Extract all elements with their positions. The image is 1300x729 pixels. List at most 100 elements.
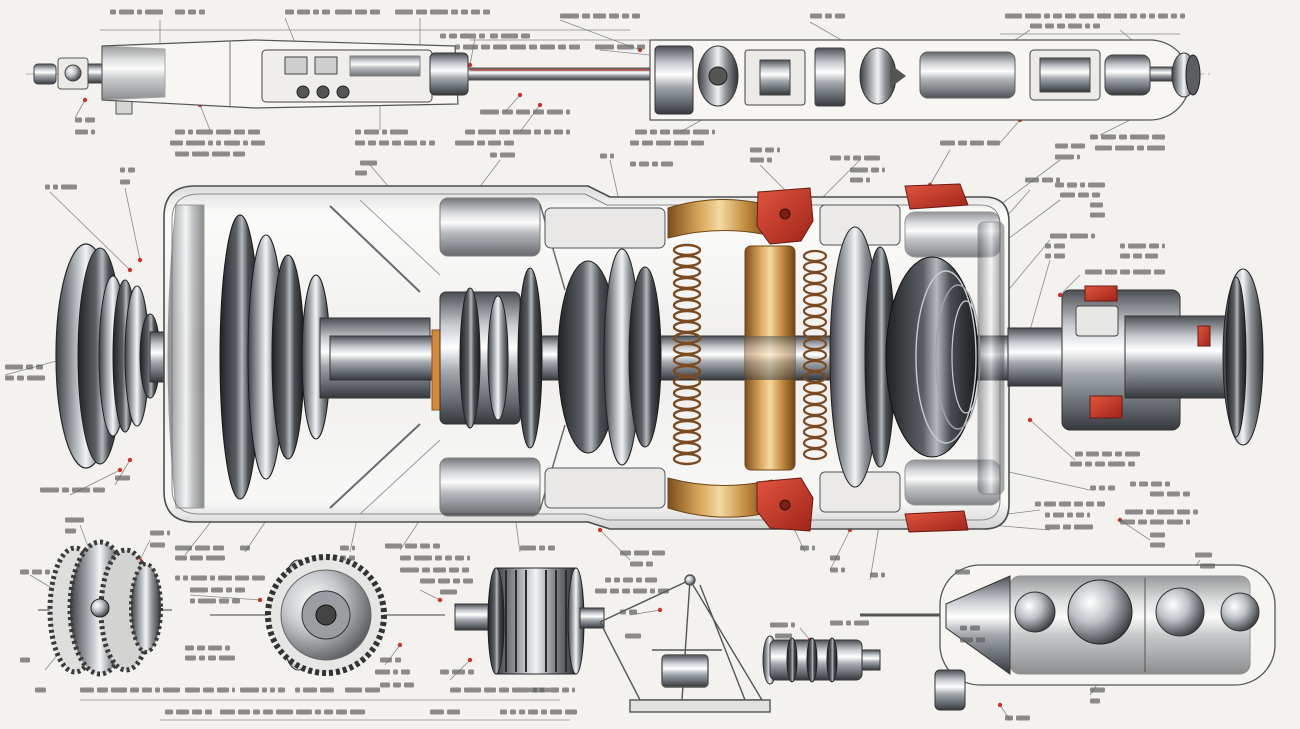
label-word-mark [208, 645, 222, 651]
label-scribble [960, 625, 980, 631]
label-word-mark [558, 44, 566, 50]
label-word-mark [72, 487, 90, 493]
label-word-mark [1133, 269, 1151, 275]
leader-end-dot [137, 257, 143, 263]
housing-strut [359, 439, 441, 515]
label-word-mark [240, 687, 259, 693]
label-scribble [375, 669, 410, 675]
label-word-mark [960, 637, 973, 643]
label-word-mark [382, 129, 387, 135]
label-word-mark [620, 609, 626, 615]
fitting-ridge [806, 637, 818, 683]
label-word-mark [335, 9, 352, 15]
leader-end-dot [657, 607, 663, 613]
label-scribble [120, 167, 135, 173]
label-word-mark [550, 687, 559, 693]
label-word-mark [463, 44, 478, 50]
label-word-mark [501, 33, 518, 39]
leader-line [419, 589, 441, 601]
label-word-mark [1053, 512, 1064, 518]
leader-end-dot [257, 597, 263, 603]
label-scribble [40, 487, 105, 493]
label-word-mark [165, 709, 173, 715]
label-scribble [1120, 519, 1190, 525]
label-word-mark [212, 151, 230, 157]
label-word-mark [1088, 182, 1105, 188]
leader-end-dot [997, 702, 1003, 708]
label-word-mark [400, 567, 419, 573]
label-word-mark [609, 13, 619, 19]
label-word-mark [636, 577, 642, 583]
label-word-mark [625, 633, 641, 639]
label-word-mark [1150, 542, 1165, 548]
label-scribble [830, 155, 880, 161]
output-housing-window [1075, 305, 1119, 337]
label-word-mark [1097, 501, 1105, 507]
tube-end-bearing [1220, 592, 1260, 632]
label-word-mark [320, 687, 334, 693]
label-word-mark [128, 167, 135, 173]
label-word-mark [595, 44, 614, 50]
label-word-mark [479, 33, 485, 39]
label-word-mark [610, 588, 619, 594]
label-word-mark [1086, 451, 1099, 457]
label-word-mark [355, 140, 365, 146]
top-end-nut [87, 63, 103, 84]
label-scribble [630, 161, 673, 167]
top-bolt-hole [316, 85, 330, 99]
label-scribble [150, 530, 170, 536]
label-word-mark [313, 9, 319, 15]
label-word-mark [1055, 143, 1068, 149]
leader-line [819, 159, 861, 201]
upper-cylinder [439, 197, 541, 257]
rotor-inner [628, 266, 662, 448]
label-word-mark [620, 550, 631, 556]
label-word-mark [208, 140, 213, 146]
label-word-mark [693, 129, 709, 135]
label-word-mark [390, 129, 408, 135]
label-word-mark [870, 572, 878, 578]
label-scribble [1200, 563, 1215, 569]
label-word-mark [830, 555, 840, 561]
label-word-mark [637, 44, 645, 50]
label-scribble [165, 709, 212, 715]
label-scribble [385, 543, 440, 549]
spool-end [487, 567, 505, 675]
label-word-mark [195, 545, 210, 551]
label-word-mark [192, 709, 202, 715]
label-scribble [1090, 698, 1100, 704]
label-word-mark [1091, 233, 1095, 239]
label-word-mark [433, 543, 440, 549]
label-scribble [285, 9, 330, 15]
label-word-mark [750, 147, 762, 153]
label-word-mark [490, 33, 498, 39]
label-scribble [625, 633, 641, 639]
label-scribble [605, 577, 657, 583]
housing-right-cap [977, 221, 1005, 495]
label-word-mark [500, 152, 515, 158]
label-scribble [1150, 542, 1165, 548]
label-word-mark [484, 687, 496, 693]
label-word-mark [630, 161, 636, 167]
ribbed-spool [454, 567, 605, 675]
label-word-mark [253, 709, 260, 715]
housing-end-cap [167, 204, 205, 509]
label-word-mark [1074, 524, 1093, 530]
label-word-mark [404, 682, 414, 688]
label-word-mark [560, 13, 579, 19]
label-word-mark [393, 682, 401, 688]
label-word-mark [452, 669, 465, 675]
label-word-mark [36, 364, 43, 370]
label-word-mark [1056, 177, 1060, 183]
label-scribble [440, 33, 485, 39]
label-word-mark [205, 709, 212, 715]
label-word-mark [674, 140, 688, 146]
label-word-mark [340, 545, 349, 551]
leader-line [504, 94, 521, 113]
label-word-mark [629, 609, 637, 615]
label-word-mark [220, 709, 235, 715]
label-word-mark [1045, 253, 1051, 259]
label-word-mark [960, 625, 967, 631]
label-scribble [490, 152, 515, 158]
label-word-mark [75, 117, 82, 123]
